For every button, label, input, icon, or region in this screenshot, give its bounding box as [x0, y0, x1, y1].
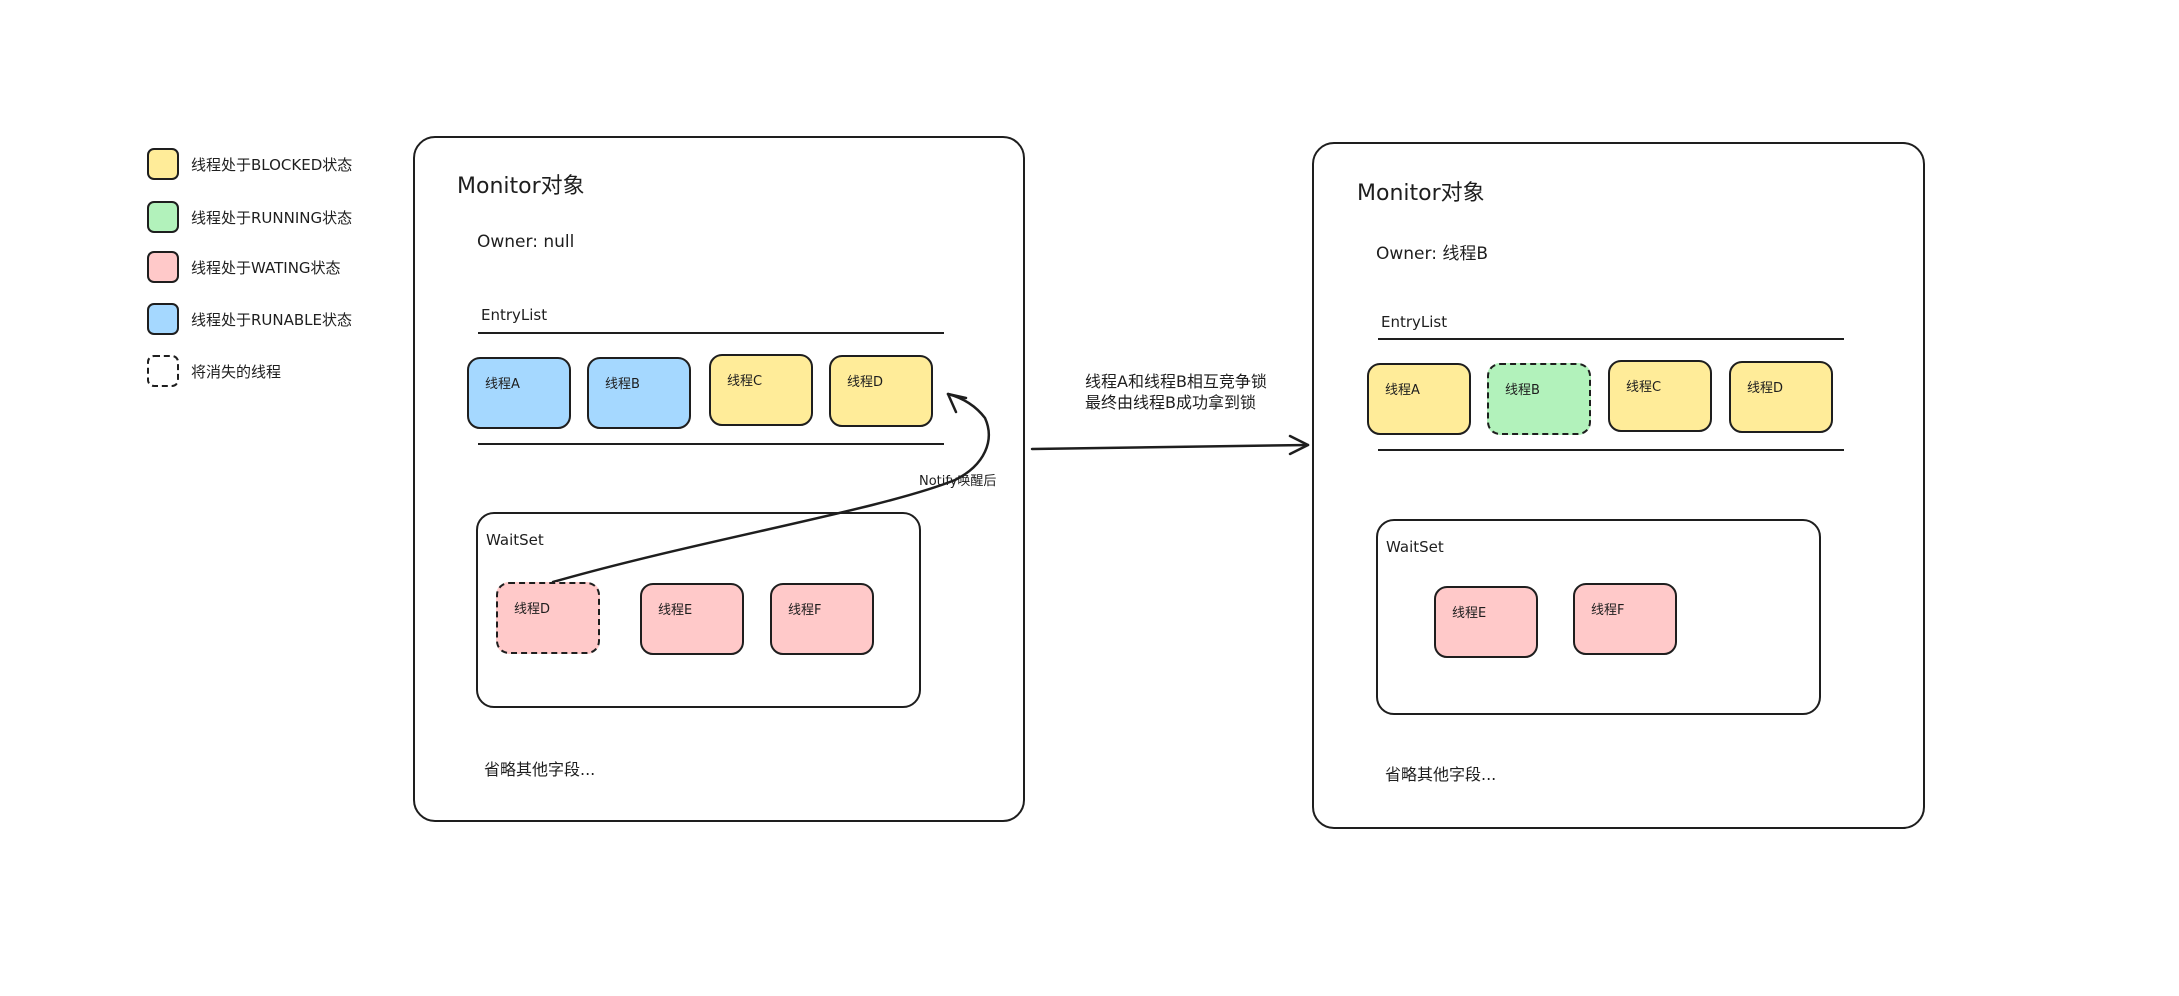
waitset-label: WaitSet	[486, 531, 544, 549]
thread-card: 线程E	[640, 583, 744, 655]
entrylist-label: EntryList	[1381, 313, 1448, 331]
owner-field: Owner: 线程B	[1376, 244, 1489, 264]
thread-card: 线程B	[587, 357, 691, 429]
thread-label: 线程C	[1626, 380, 1662, 395]
waitset-label: WaitSet	[1386, 538, 1444, 556]
omitted-fields-note: 省略其他字段...	[1385, 765, 1497, 784]
thread-label: 线程D	[847, 375, 884, 390]
waitset-box	[476, 512, 921, 708]
thread-card: 线程D	[496, 582, 600, 654]
thread-label: 线程F	[1591, 603, 1625, 618]
transition-note-line: 线程A和线程B相互竞争锁	[1085, 372, 1267, 391]
thread-card: 线程D	[1729, 361, 1833, 433]
legend-label: 线程处于RUNABLE状态	[191, 311, 353, 329]
monitor-panel-after	[1312, 142, 1925, 829]
owner-field: Owner: null	[477, 232, 575, 252]
transition-note: 线程A和线程B相互竞争锁 最终由线程B成功拿到锁	[1085, 371, 1267, 413]
transition-arrowhead	[1288, 434, 1310, 456]
thread-label: 线程A	[485, 377, 520, 392]
monitor-title: Monitor对象	[1357, 181, 1485, 206]
legend-label: 线程处于RUNNING状态	[191, 209, 353, 227]
thread-card: 线程E	[1434, 586, 1538, 658]
legend-swatch-running	[147, 201, 179, 233]
thread-card: 线程F	[1573, 583, 1677, 655]
thread-card: 线程C	[1608, 360, 1712, 432]
legend-label: 将消失的线程	[191, 363, 282, 381]
entrylist-top-line	[478, 332, 944, 334]
entrylist-label: EntryList	[481, 306, 548, 324]
thread-label: 线程D	[1747, 381, 1784, 396]
thread-label: 线程B	[1505, 383, 1540, 398]
thread-card: 线程D	[829, 355, 933, 427]
transition-note-line: 最终由线程B成功拿到锁	[1085, 393, 1256, 412]
thread-label: 线程E	[658, 603, 693, 618]
thread-label: 线程A	[1385, 383, 1420, 398]
entrylist-bottom-line	[478, 443, 944, 445]
thread-label: 线程B	[605, 377, 640, 392]
legend-swatch-waiting	[147, 251, 179, 283]
legend-label: 线程处于BLOCKED状态	[191, 156, 353, 174]
thread-card: 线程A	[1367, 363, 1471, 435]
legend-swatch-vanishing	[147, 355, 179, 387]
legend-swatch-runable	[147, 303, 179, 335]
entrylist-bottom-line	[1378, 449, 1844, 451]
notify-label: Notify唤醒后	[919, 474, 997, 489]
omitted-fields-note: 省略其他字段...	[484, 760, 596, 779]
thread-label: 线程F	[788, 603, 822, 618]
entrylist-top-line	[1378, 338, 1844, 340]
waitset-box	[1376, 519, 1821, 715]
thread-label: 线程E	[1452, 606, 1487, 621]
notify-arrow	[551, 392, 990, 584]
thread-card: 线程A	[467, 357, 571, 429]
thread-label: 线程C	[727, 374, 763, 389]
transition-arrow	[1030, 443, 1310, 451]
legend-label: 线程处于WATING状态	[191, 259, 341, 277]
thread-card: 线程B	[1487, 363, 1591, 435]
thread-label: 线程D	[514, 602, 551, 617]
thread-card: 线程C	[709, 354, 813, 426]
monitor-title: Monitor对象	[457, 174, 585, 199]
notify-arrowhead	[946, 392, 968, 414]
legend-swatch-blocked	[147, 148, 179, 180]
thread-card: 线程F	[770, 583, 874, 655]
monitor-panel-before	[413, 136, 1025, 822]
